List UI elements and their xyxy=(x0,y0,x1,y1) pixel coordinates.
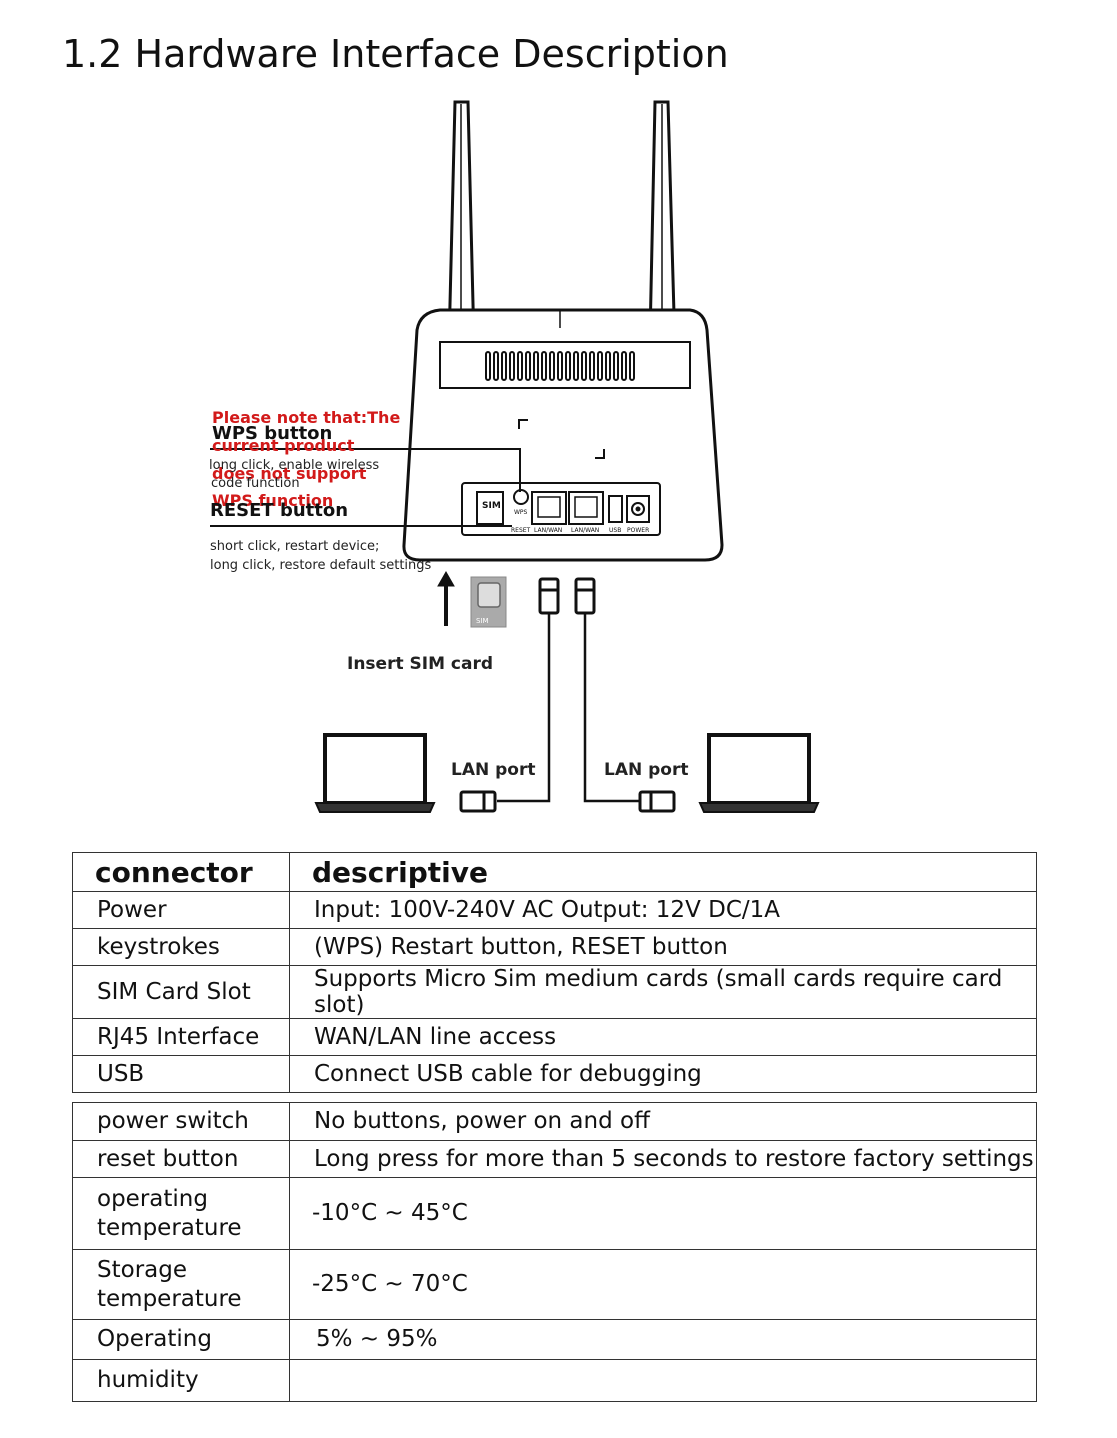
vent-slot xyxy=(565,351,571,381)
note-line: current product xyxy=(212,436,355,455)
laptop-right-icon xyxy=(698,733,820,813)
connector-table: connector descriptive Power Input: 100V-… xyxy=(72,852,1037,1093)
vent-slot xyxy=(485,351,491,381)
note-line: does not support xyxy=(212,464,367,483)
connector-cell: RJ45 Interface xyxy=(72,1018,290,1056)
description-cell: Connect USB cable for debugging xyxy=(289,1055,1037,1093)
vent-slot xyxy=(509,351,515,381)
vent-slot xyxy=(613,351,619,381)
page-title: 1.2 Hardware Interface Description xyxy=(62,32,729,76)
sim-card-label: SIM xyxy=(476,617,489,625)
description-cell: Input: 100V-240V AC Output: 12V DC/1A xyxy=(289,891,1037,929)
cables xyxy=(497,613,640,803)
panel-sim-label: SIM xyxy=(482,501,501,511)
spec-value-cell: No buttons, power on and off xyxy=(289,1102,1037,1141)
specification-table: power switch No buttons, power on and of… xyxy=(72,1102,1037,1402)
table-row: Operating 5% ~ 95% xyxy=(72,1319,1037,1360)
table-row: operating temperature -10°C ~ 45°C xyxy=(72,1177,1037,1250)
lan-port-left-label: LAN port xyxy=(451,760,536,780)
spec-name-cell: Storage temperature xyxy=(72,1249,290,1320)
vent-slot xyxy=(621,351,627,381)
panel-lanwan2-label: LAN/WAN xyxy=(571,527,599,534)
reset-button-desc-1: short click, restart device; xyxy=(210,539,380,554)
note-line: Please note that:The xyxy=(212,408,401,427)
spec-value-cell: 5% ~ 95% xyxy=(289,1319,1037,1360)
vent-slot xyxy=(581,351,587,381)
table-row: keystrokes (WPS) Restart button, RESET b… xyxy=(72,928,1037,966)
connector-cell: Power xyxy=(72,891,290,929)
laptop-left-icon xyxy=(314,733,436,813)
ethernet-plug-bottom-right xyxy=(638,790,676,813)
vent-slot xyxy=(533,351,539,381)
table-row: USB Connect USB cable for debugging xyxy=(72,1055,1037,1093)
header-descriptive: descriptive xyxy=(289,852,1037,892)
vent-slot xyxy=(605,351,611,381)
sim-card-icon: SIM xyxy=(470,576,507,628)
spec-name-cell: humidity xyxy=(72,1359,290,1402)
ethernet-plug-left xyxy=(538,577,560,615)
note-line: WPS function xyxy=(212,491,334,510)
connector-cell: keystrokes xyxy=(72,928,290,966)
description-cell: WAN/LAN line access xyxy=(289,1018,1037,1056)
vent-slot xyxy=(573,351,579,381)
table-header-row: connector descriptive xyxy=(72,852,1037,892)
panel-wps-label: WPS xyxy=(514,509,528,516)
vent-slot xyxy=(493,351,499,381)
vent-slot xyxy=(541,351,547,381)
spec-value-cell: -25°C ~ 70°C xyxy=(289,1249,1037,1320)
vent-slots xyxy=(485,351,635,381)
description-cell: (WPS) Restart button, RESET button xyxy=(289,928,1037,966)
reset-button-label: RESET button xyxy=(210,500,349,521)
insert-sim-label: Insert SIM card xyxy=(347,654,494,674)
spec-name-cell: Operating xyxy=(72,1319,290,1360)
vent-slot xyxy=(597,351,603,381)
table-row: power switch No buttons, power on and of… xyxy=(72,1102,1037,1141)
panel-usb-label: USB xyxy=(609,527,621,534)
router-diagram: SIM WPS RESET LAN/WAN LAN/WAN USB POWER … xyxy=(0,90,1117,830)
description-cell: Supports Micro Sim medium cards (small c… xyxy=(289,965,1037,1019)
spec-name-cell: operating temperature xyxy=(72,1177,290,1250)
vent-slot xyxy=(589,351,595,381)
spec-value-cell xyxy=(289,1359,1037,1402)
vent-slot xyxy=(557,351,563,381)
spec-value-cell: -10°C ~ 45°C xyxy=(289,1177,1037,1250)
spec-name-cell: reset button xyxy=(72,1140,290,1178)
router-illustration: SIM WPS RESET LAN/WAN LAN/WAN USB POWER … xyxy=(210,100,820,813)
wps-button-desc-1: long click, enable wireless xyxy=(209,458,380,473)
sim-insert-arrow xyxy=(437,570,455,626)
vent-slot xyxy=(629,351,635,381)
panel-power-label: POWER xyxy=(627,527,649,534)
vent-slot xyxy=(525,351,531,381)
reset-button-desc-2: long click, restore default settings xyxy=(210,558,432,573)
ethernet-plug-bottom-left xyxy=(459,790,497,813)
header-connector: connector xyxy=(72,852,290,892)
table-row: Power Input: 100V-240V AC Output: 12V DC… xyxy=(72,891,1037,929)
vent-slot xyxy=(501,351,507,381)
port-panel xyxy=(461,482,661,536)
vent-slot xyxy=(549,351,555,381)
wps-warning-note: Please note that:The current product doe… xyxy=(212,404,400,515)
table-row: humidity xyxy=(72,1359,1037,1402)
table-row: reset button Long press for more than 5 … xyxy=(72,1140,1037,1178)
spec-value-cell: Long press for more than 5 seconds to re… xyxy=(289,1140,1037,1178)
table-row: RJ45 Interface WAN/LAN line access xyxy=(72,1018,1037,1056)
panel-reset-label: RESET xyxy=(511,527,531,534)
table-row: SIM Card Slot Supports Micro Sim medium … xyxy=(72,965,1037,1019)
connector-cell: SIM Card Slot xyxy=(72,965,290,1019)
connector-cell: USB xyxy=(72,1055,290,1093)
spec-name-cell: power switch xyxy=(72,1102,290,1141)
panel-labels: SIM WPS RESET LAN/WAN LAN/WAN USB POWER xyxy=(482,501,649,534)
wps-button-desc-2: code function xyxy=(211,476,300,491)
leader-lines xyxy=(210,448,521,527)
lan-port-right-label: LAN port xyxy=(604,760,689,780)
table-row: Storage temperature -25°C ~ 70°C xyxy=(72,1249,1037,1320)
vent-slot xyxy=(517,351,523,381)
panel-lanwan1-label: LAN/WAN xyxy=(534,527,562,534)
wps-button-label: WPS button xyxy=(212,423,333,444)
ethernet-plug-right xyxy=(574,577,596,615)
